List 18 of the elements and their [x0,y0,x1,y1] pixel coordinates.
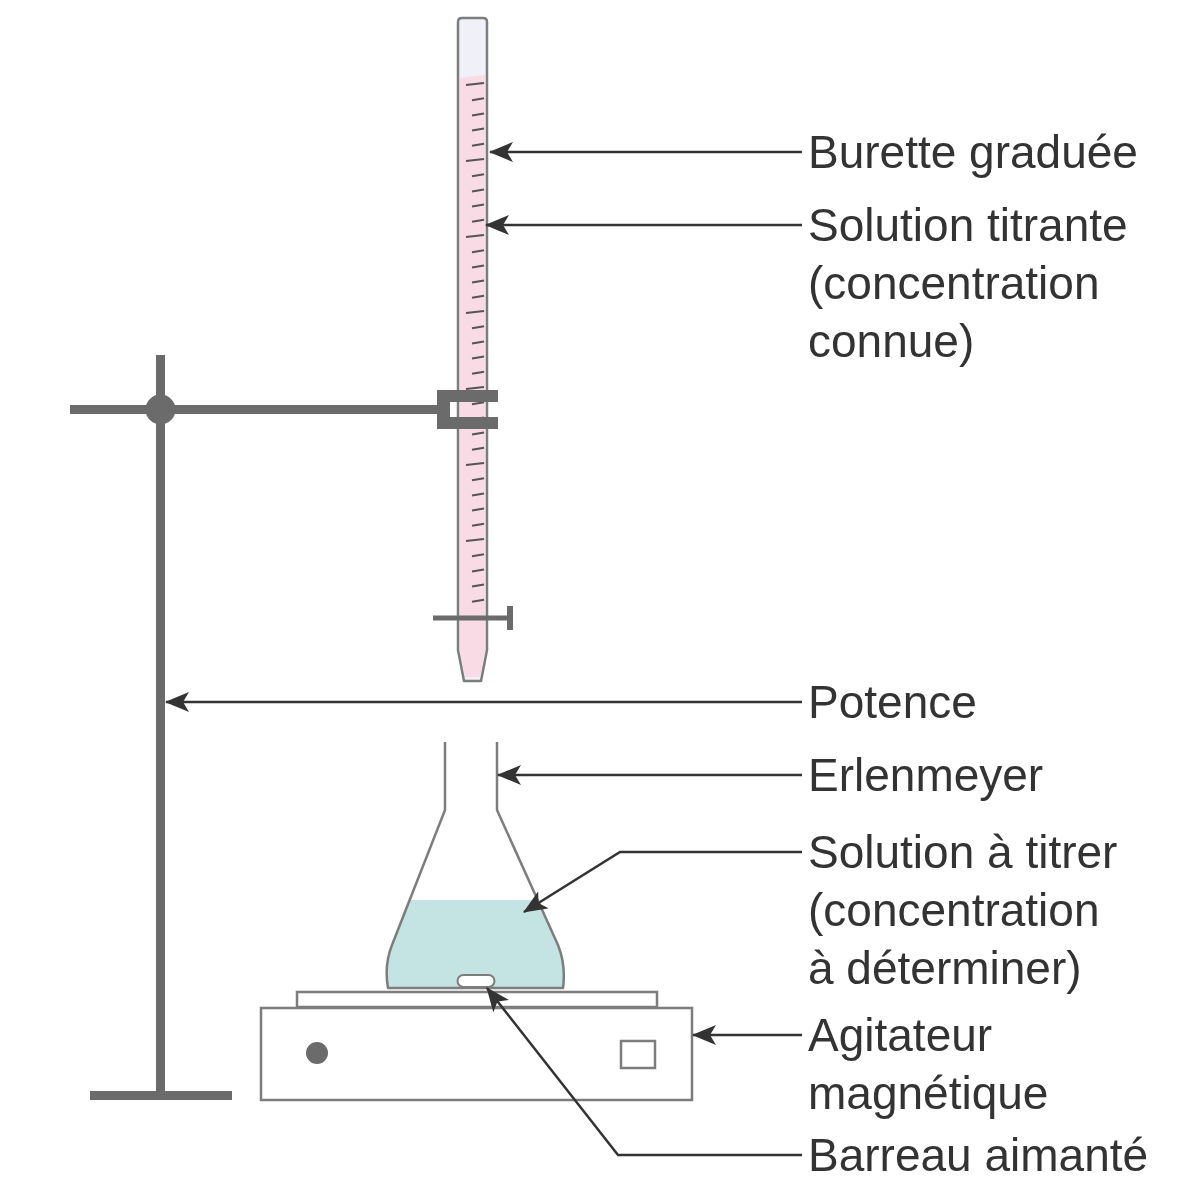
leader-line [692,1025,802,1045]
leader-line [497,765,802,785]
part-label: Potence [808,673,977,731]
part-label: Barreau aimanté [808,1126,1149,1184]
leader-line [485,215,802,235]
leader-line [165,692,802,712]
burette [455,16,490,683]
part-label: Solution à titrer (concentration à déterminer) [808,823,1127,997]
magnetic-stirrer [259,990,694,1102]
stir-bar [456,974,496,988]
part-label: Burette graduée [808,123,1138,181]
leader-line [523,850,802,914]
part-label: Solution titrante (concentration connue) [808,196,1170,370]
part-label: Agitateur magnétique [808,1006,1170,1122]
leader-line [486,987,802,1157]
leader-line [489,142,802,162]
part-label: Erlenmeyer [808,746,1044,804]
flask-solution [385,898,566,990]
